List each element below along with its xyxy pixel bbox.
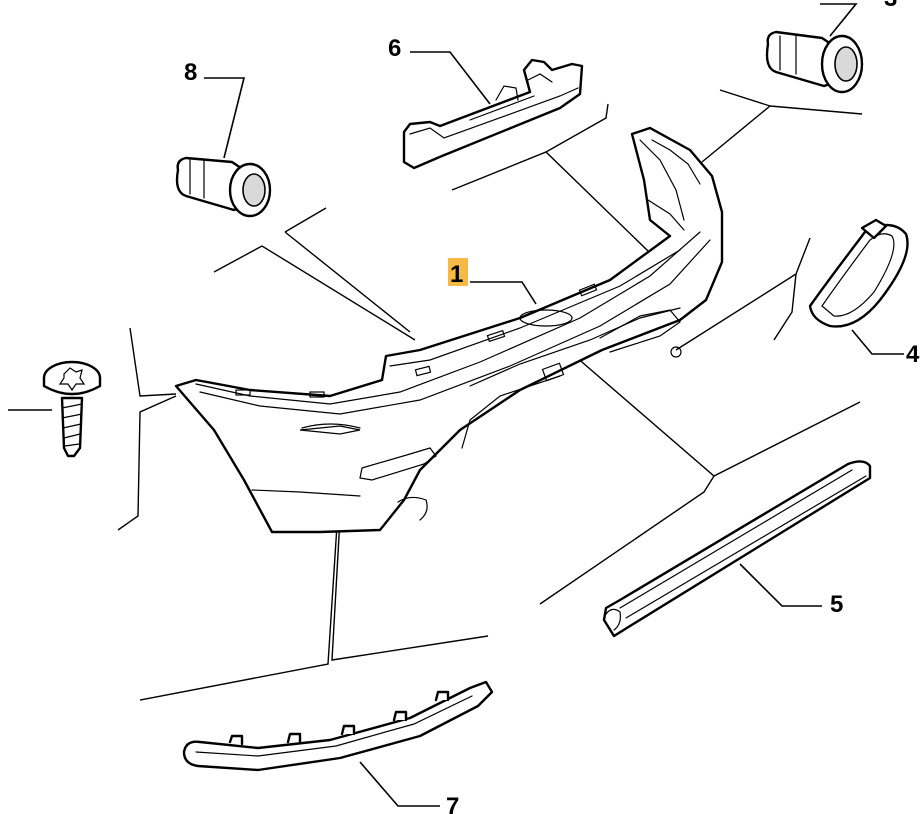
assembly-guide-lines [8, 89, 863, 701]
torx-screw [42, 360, 102, 458]
callout-8: 8 [184, 59, 197, 86]
reflector [808, 218, 909, 328]
callout-labels: 1 3 4 5 6 7 8 [184, 0, 920, 814]
callout-highlight [448, 258, 468, 286]
callout-7: 7 [446, 793, 459, 814]
callout-5: 5 [830, 591, 843, 618]
rear-bumper [174, 126, 724, 534]
bumper-bracket [402, 58, 584, 170]
bumper-strip [602, 460, 872, 638]
callout-4: 4 [906, 341, 920, 368]
callout-leaders [204, 3, 904, 807]
callout-1: 1 [450, 261, 463, 288]
lower-trim-strip [182, 680, 494, 772]
rubber-bushing-right [765, 30, 864, 94]
callout-3: 3 [884, 0, 897, 12]
callout-6: 6 [388, 35, 401, 62]
rubber-bushing-left [175, 156, 272, 218]
